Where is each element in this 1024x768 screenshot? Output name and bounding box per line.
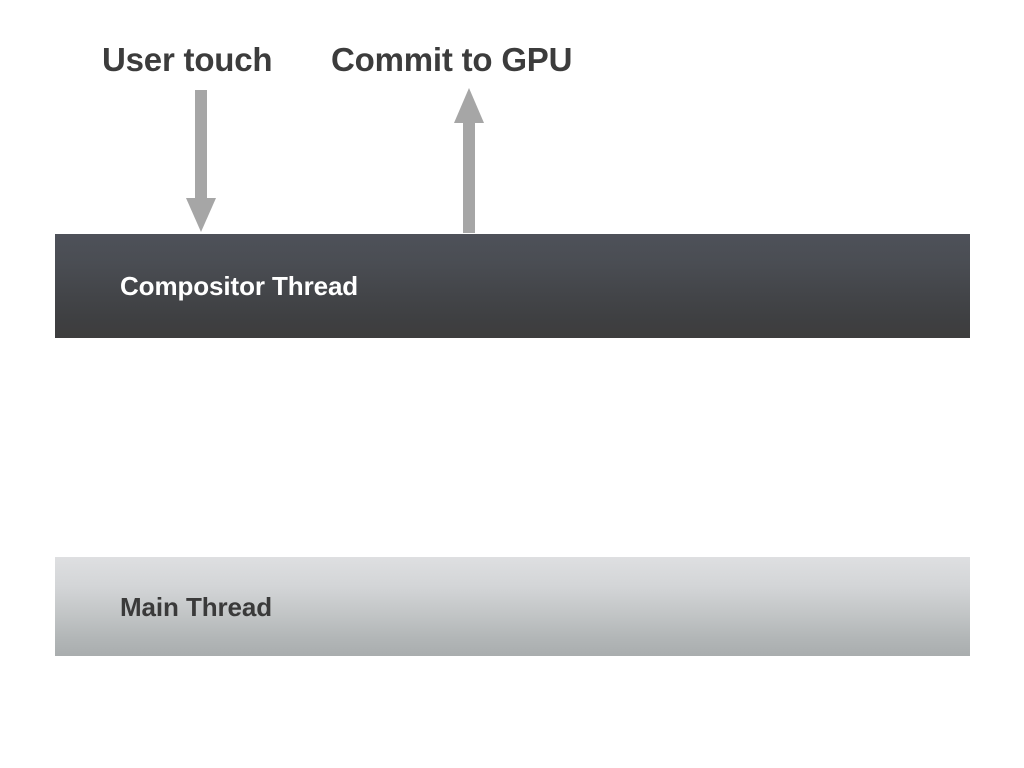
lane-main-thread: Main Thread	[55, 557, 970, 656]
lane-label-main-thread: Main Thread	[120, 591, 273, 622]
label-user-touch: User touch	[102, 41, 273, 78]
lane-compositor-thread: Compositor Thread	[55, 234, 970, 338]
arrow-up-commit-to-gpu-icon	[454, 88, 484, 233]
arrow-down-user-touch-icon	[186, 90, 216, 232]
lane-label-compositor-thread: Compositor Thread	[120, 271, 359, 301]
label-commit-to-gpu: Commit to GPU	[331, 41, 573, 78]
